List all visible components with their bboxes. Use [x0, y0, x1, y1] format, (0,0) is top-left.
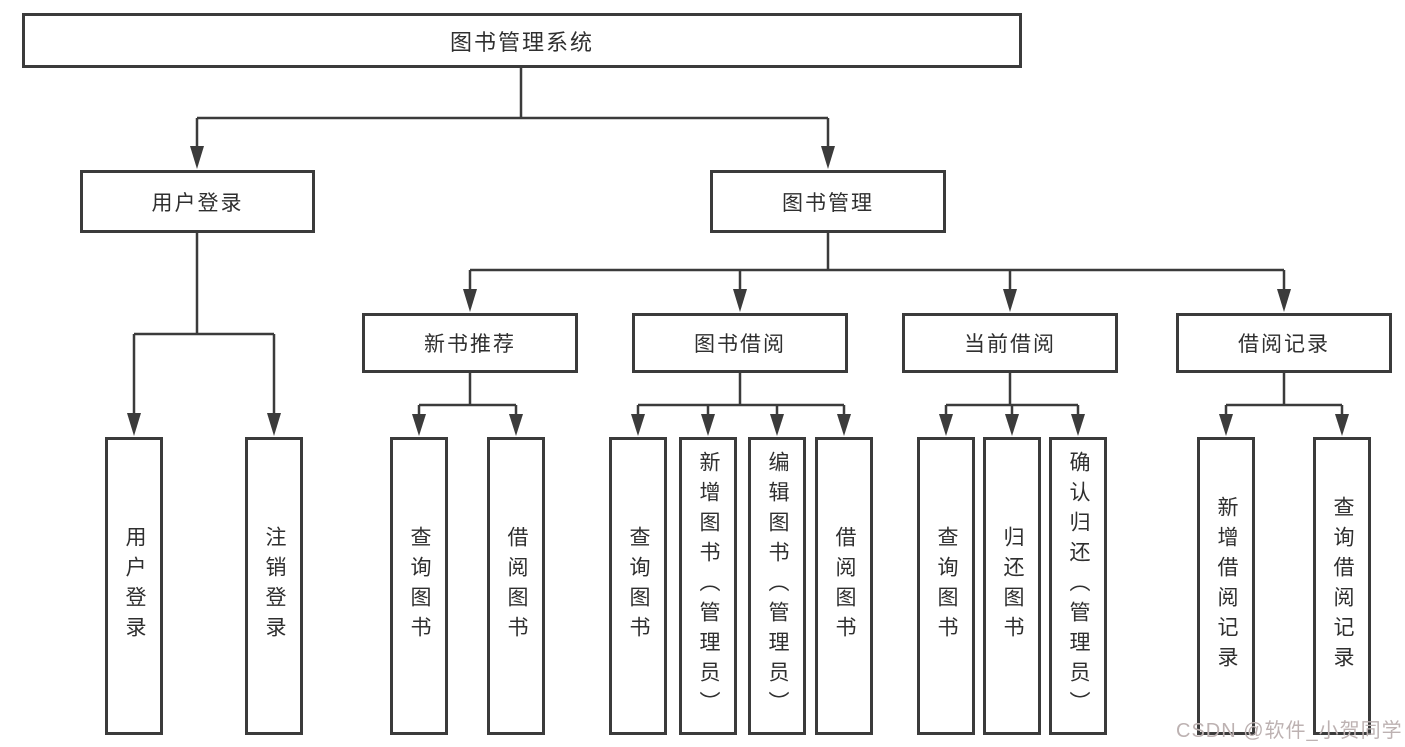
node-leaf-br-query-record: 查询借阅记录: [1313, 437, 1371, 735]
node-book-management: 图书管理: [710, 170, 946, 233]
node-root-system: 图书管理系统: [22, 13, 1022, 68]
node-new-book-recommend: 新书推荐: [362, 313, 578, 373]
node-leaf-cb-return-books: 归还图书: [983, 437, 1041, 735]
node-leaf-bb-query-books: 查询图书: [609, 437, 667, 735]
node-leaf-user-login: 用户登录: [105, 437, 163, 735]
node-leaf-nbr-query-books: 查询图书: [390, 437, 448, 735]
node-leaf-cb-confirm-return-admin: 确认归还（管理员）: [1049, 437, 1107, 735]
csdn-watermark: CSDN @软件_小贺同学: [1176, 720, 1403, 742]
node-leaf-bb-edit-books-admin: 编辑图书（管理员）: [748, 437, 806, 735]
node-leaf-bb-borrow-books: 借阅图书: [815, 437, 873, 735]
node-leaf-bb-add-books-admin: 新增图书（管理员）: [679, 437, 737, 735]
node-leaf-nbr-borrow-books: 借阅图书: [487, 437, 545, 735]
node-user-login: 用户登录: [80, 170, 315, 233]
node-borrow-records: 借阅记录: [1176, 313, 1392, 373]
node-leaf-br-add-record: 新增借阅记录: [1197, 437, 1255, 735]
node-current-borrow: 当前借阅: [902, 313, 1118, 373]
node-book-borrow: 图书借阅: [632, 313, 848, 373]
node-leaf-logout: 注销登录: [245, 437, 303, 735]
node-leaf-cb-query-books: 查询图书: [917, 437, 975, 735]
